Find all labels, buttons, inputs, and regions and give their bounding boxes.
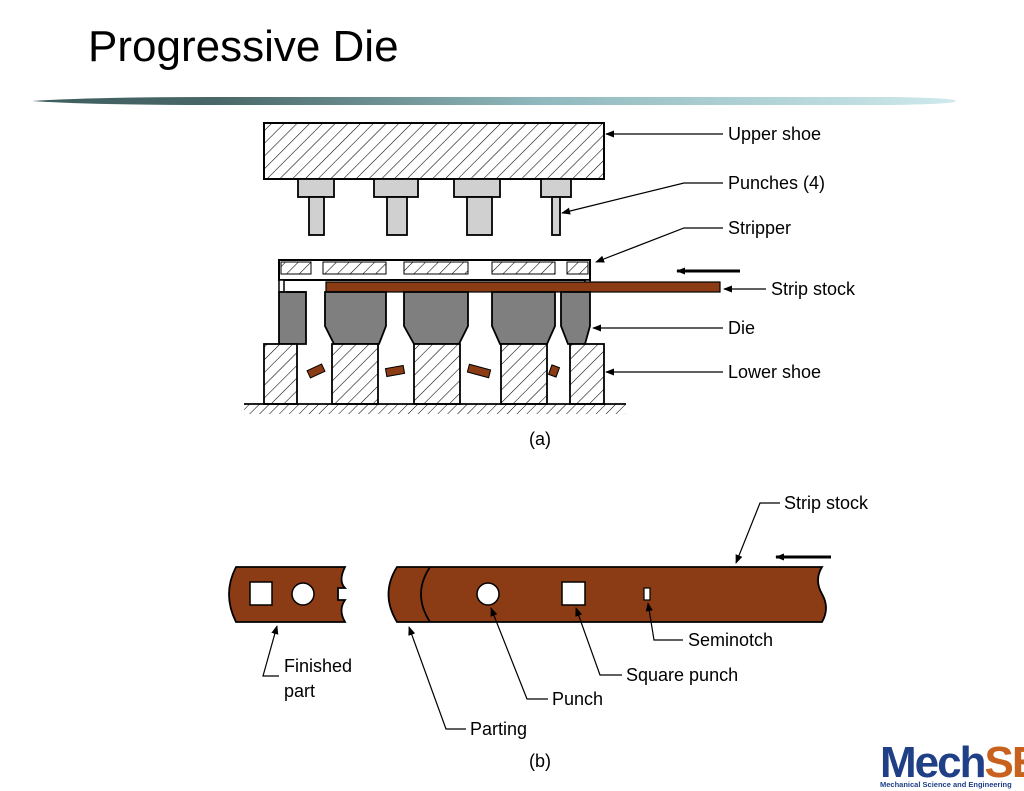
punch-holder [453, 178, 501, 198]
logo-text-mech: Mech [880, 744, 986, 787]
label-square-punch: Square punch [626, 665, 738, 685]
punches [297, 178, 572, 236]
strip-round-hole [476, 582, 500, 606]
figure-a: Upper shoe Punches (4) Stripper Strip st… [244, 122, 856, 449]
die-block [403, 291, 469, 345]
ground [244, 403, 626, 414]
die-block [560, 291, 591, 345]
caption-a: (a) [529, 429, 551, 449]
label-parting: Parting [470, 719, 527, 739]
title-divider [32, 97, 956, 105]
die-block [278, 291, 307, 345]
seminotch-hole [643, 587, 651, 601]
punch-holder [540, 178, 572, 198]
finished-part-round-hole [291, 582, 315, 606]
punch-stem [308, 196, 325, 236]
leader-lines-a [561, 130, 766, 376]
logo-text-se: SE [984, 744, 1024, 787]
label-punches: Punches (4) [728, 173, 825, 193]
die-block [491, 291, 556, 345]
punch-holder [373, 178, 419, 198]
figure-b: Strip stock Seminotch Square punch Punch… [228, 493, 869, 771]
slide-title: Progressive Die [88, 22, 399, 71]
die-blocks [278, 291, 591, 345]
strip-stock-a [325, 281, 721, 293]
logo-tagline: Mechanical Science and Engineering [880, 780, 1012, 789]
punch-holder [297, 178, 335, 198]
punch-stem [386, 196, 408, 236]
label-lower-shoe: Lower shoe [728, 362, 821, 382]
label-finished-part-line1: Finished [284, 656, 352, 676]
strip-square-hole [561, 581, 586, 606]
label-strip-stock-a: Strip stock [771, 279, 856, 299]
label-die: Die [728, 318, 755, 338]
caption-b: (b) [529, 751, 551, 771]
label-punch: Punch [552, 689, 603, 709]
finished-part-square-hole [249, 581, 273, 606]
label-finished-part-line2: part [284, 681, 315, 701]
mechse-logo: MechSE Mechanical Science and Engineerin… [880, 744, 1024, 791]
strip-stock-b [387, 566, 827, 623]
punch-stem [466, 196, 493, 236]
label-upper-shoe: Upper shoe [728, 124, 821, 144]
parting-line [420, 566, 431, 623]
lower-shoe [263, 343, 605, 405]
die-block [324, 291, 387, 345]
punch-stem [551, 196, 561, 236]
label-seminotch: Seminotch [688, 630, 773, 650]
finished-part [228, 566, 348, 623]
label-strip-stock-b: Strip stock [784, 493, 869, 513]
ejected-slugs [306, 363, 561, 379]
leader-lines-b [262, 502, 780, 730]
upper-shoe [263, 122, 605, 180]
label-stripper: Stripper [728, 218, 791, 238]
